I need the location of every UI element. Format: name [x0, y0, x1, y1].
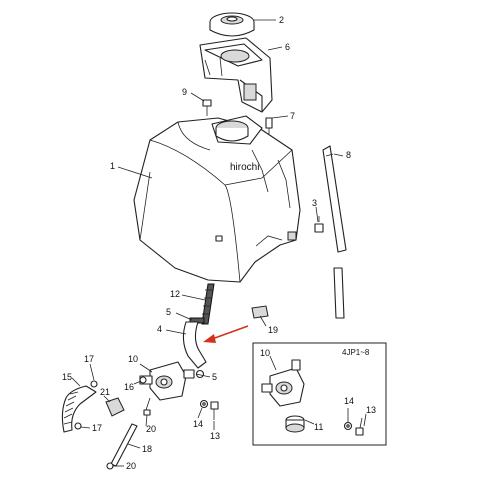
fuel-cock	[139, 361, 195, 411]
callout-15: 15	[62, 372, 72, 382]
leader-16	[133, 380, 142, 385]
bolt-3	[314, 216, 324, 233]
highlight-arrow	[203, 325, 249, 343]
callout-16: 16	[124, 382, 134, 392]
inset-bolt-13	[355, 417, 364, 436]
callout-1: 1	[110, 161, 115, 171]
filler-cover	[199, 37, 273, 113]
callout-2: 2	[279, 15, 284, 25]
leader-19	[259, 315, 267, 327]
washer-14	[199, 399, 209, 409]
leader-15	[71, 377, 81, 387]
callout-19: 19	[268, 325, 278, 335]
vent-hose	[322, 145, 347, 319]
callout-17b: 17	[92, 423, 102, 433]
clip-17-lower	[74, 422, 82, 430]
leader-i13	[363, 413, 367, 427]
drain-hose-18	[110, 423, 138, 467]
leader-1	[117, 166, 153, 179]
callout-6: 6	[285, 42, 290, 52]
clip-20-lower	[106, 462, 114, 470]
inset-panel: 4JP1~8 10 11 14 13	[252, 342, 387, 446]
leader-4	[165, 329, 187, 335]
plate-19	[251, 305, 269, 319]
callout-18: 18	[142, 444, 152, 454]
leader-8	[333, 153, 344, 157]
fuel-tank	[133, 115, 301, 283]
inset-fuel-cock	[261, 359, 305, 407]
leader-18	[127, 443, 141, 449]
clip-20-upper	[143, 409, 151, 416]
callout-7: 7	[290, 111, 295, 121]
callout-8: 8	[346, 150, 351, 160]
leader-14	[197, 407, 203, 419]
callout-3: 3	[312, 198, 317, 208]
leader-5b	[195, 373, 211, 378]
hose-joint-21	[105, 397, 125, 417]
callout-20b: 20	[126, 461, 136, 471]
fuel-strainer	[201, 283, 215, 325]
fitting-7	[265, 117, 273, 134]
bolt-9	[202, 99, 212, 116]
corrugated-hose	[61, 385, 97, 433]
leader-i11	[304, 419, 315, 425]
leader-6	[267, 46, 283, 51]
callout-14: 14	[193, 419, 203, 429]
seal-16	[139, 376, 147, 384]
callout-21: 21	[100, 387, 110, 397]
callout-20a: 20	[146, 424, 156, 434]
callout-5a: 5	[166, 307, 171, 317]
fuel-hose	[182, 321, 207, 369]
inset-washer-14	[343, 421, 353, 431]
leader-5a	[175, 312, 193, 321]
callout-12: 12	[170, 289, 180, 299]
bolt-13	[210, 401, 219, 420]
callout-17a: 17	[84, 354, 94, 364]
leader-12	[181, 294, 206, 301]
inset-strainer-11	[285, 415, 305, 433]
inset-callout-13: 13	[366, 405, 376, 415]
leader-20a	[145, 414, 148, 427]
callout-13: 13	[210, 431, 220, 441]
leader-21	[103, 395, 111, 403]
callout-10: 10	[128, 354, 138, 364]
leader-3	[315, 206, 319, 223]
leader-9	[190, 92, 205, 102]
leader-10	[139, 363, 153, 373]
leader-7	[271, 115, 289, 119]
fuel-cap	[209, 12, 255, 37]
leader-17b	[80, 426, 91, 429]
callout-5b: 5	[212, 372, 217, 382]
inset-callout-14: 14	[344, 396, 354, 406]
leader-i10	[269, 355, 277, 371]
callout-4: 4	[157, 324, 162, 334]
inset-callout-10: 10	[260, 348, 270, 358]
clip-17-upper	[90, 380, 98, 388]
callout-9: 9	[182, 87, 187, 97]
watermark: hirochi	[230, 162, 259, 173]
inset-label: 4JP1~8	[342, 348, 370, 357]
leader-17a	[89, 363, 95, 381]
inset-callout-11: 11	[314, 422, 323, 432]
